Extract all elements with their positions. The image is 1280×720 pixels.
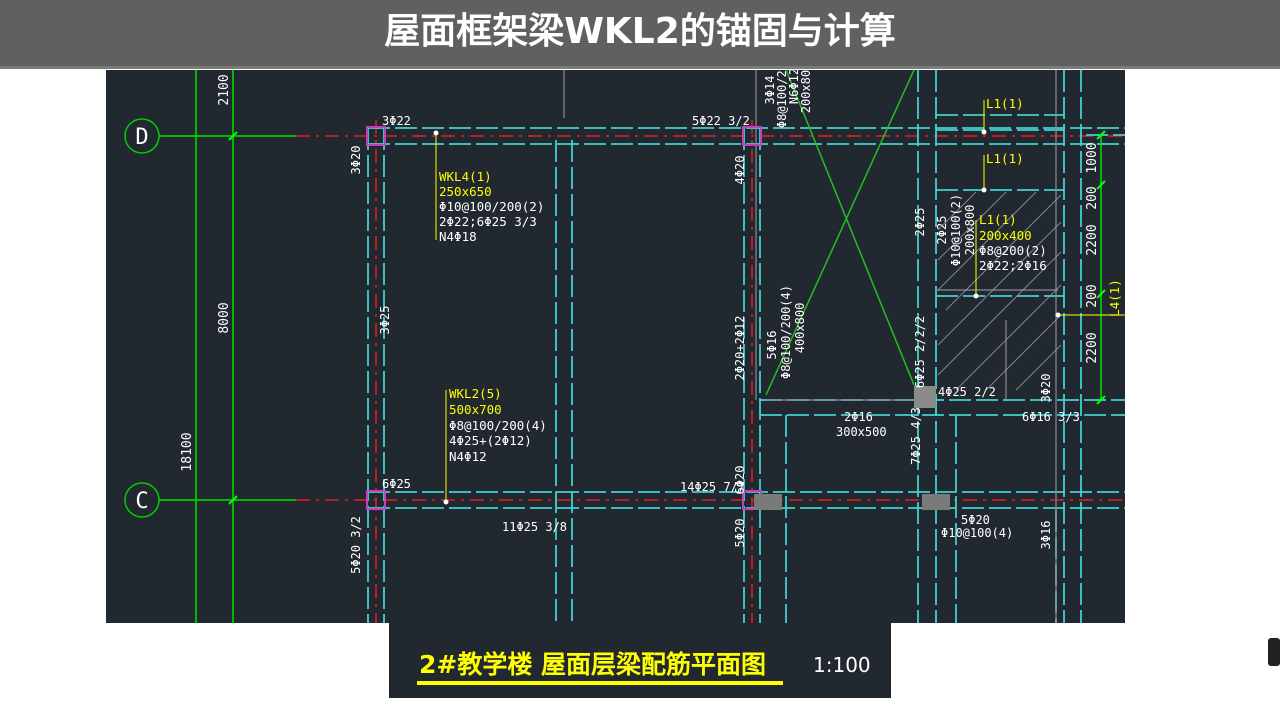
bar-label: 6Φ25 2/2/2 (913, 316, 927, 388)
drawing-caption: 2#教学楼 屋面层梁配筋平面图 1:100 (389, 623, 891, 698)
page-title: 屋面框架梁WKL2的锚固与计算 (384, 11, 896, 52)
beam-plan-svg: D C 2100 8000 18100 1000 200 2200 200 22… (124, 70, 1125, 623)
wkl4-bars: 2Φ22;6Φ25 3/3 (439, 214, 537, 229)
scrollbar-handle[interactable] (1268, 638, 1280, 666)
bar-label: 3Φ25 (378, 306, 392, 335)
dim-right-200b: 200 (1085, 284, 1100, 307)
bar-label: 6Φ16 3/3 (1022, 410, 1080, 424)
wkl2-stirrup: Φ8@100/200(4) (449, 418, 547, 433)
bar-label: 2Φ16 (844, 410, 873, 424)
dim-18100: 18100 (180, 432, 195, 471)
l4-label: L4(1) (1107, 279, 1122, 317)
drawing-title: 2#教学楼 屋面层梁配筋平面图 (419, 650, 767, 679)
bar-label: 7Φ25 4/3 (909, 407, 923, 465)
bar-label: Φ8@100/200 (775, 70, 789, 128)
bar-label: 300x500 (836, 425, 887, 439)
bar-label: 3Φ20 (1039, 374, 1053, 403)
wkl2-side: N4Φ12 (449, 449, 487, 464)
bar-label: 4Φ20 (733, 156, 747, 185)
bar-label: 5Φ22 3/2 (692, 114, 750, 128)
axis-c-label: C (135, 489, 148, 514)
bar-label: 5Φ20 (733, 519, 747, 548)
bar-label: 3Φ16 (1039, 521, 1053, 550)
bar-label: 2Φ20+2Φ12 (733, 315, 747, 380)
bar-label: Φ8@100/200(4) (779, 285, 793, 379)
l1c-name: L1(1) (979, 212, 1017, 227)
bar-label: 2Φ25 (913, 208, 927, 237)
header-divider (0, 66, 1280, 69)
l1c-stirrup: Φ8@200(2) (979, 243, 1047, 258)
dim-right-2200b: 2200 (1085, 332, 1100, 363)
bar-label: 5Φ16 (765, 331, 779, 360)
bar-label: 11Φ25 3/8 (502, 520, 567, 534)
wkl2-name: WKL2(5) (449, 386, 502, 401)
bar-label: N6Φ12 (787, 70, 801, 104)
bar-label: 400x800 (793, 303, 807, 354)
bar-label: 5Φ20 3/2 (349, 516, 363, 574)
bar-label: Φ10@100(4) (941, 526, 1013, 540)
l1-label-b: L1(1) (986, 151, 1024, 166)
l1c-bars: 2Φ22;2Φ16 (979, 258, 1047, 273)
dim-8000: 8000 (217, 302, 232, 333)
cad-drawing: D C 2100 8000 18100 1000 200 2200 200 22… (106, 70, 1125, 623)
l1-label-a: L1(1) (986, 96, 1024, 111)
dim-right-1000: 1000 (1085, 142, 1100, 173)
bar-label: 2Φ25 (935, 216, 949, 245)
bar-label: 3Φ20 (349, 146, 363, 175)
title-underline (417, 681, 783, 685)
bar-label: 200x800 (963, 205, 977, 256)
wkl4-stirrup: Φ10@100/200(2) (439, 199, 544, 214)
bar-label: 200x800 (799, 70, 813, 113)
dim-right-200a: 200 (1085, 186, 1100, 209)
l1c-size: 200x400 (979, 228, 1032, 243)
dim-right-2200a: 2200 (1085, 224, 1100, 255)
bar-label: 14Φ25 7/7 (680, 480, 745, 494)
bar-label: Φ10@100(2) (949, 194, 963, 266)
wkl4-size: 250x650 (439, 184, 492, 199)
wkl2-bars: 4Φ25+(2Φ12) (449, 433, 532, 448)
dim-2100: 2100 (217, 74, 232, 105)
bar-label: 3Φ14 (763, 76, 777, 105)
wkl2-size: 500x700 (449, 402, 502, 417)
header-bar: 屋面框架梁WKL2的锚固与计算 (0, 0, 1280, 66)
bar-label: 6Φ25 (382, 477, 411, 491)
bar-label: 4Φ25 2/2 (938, 385, 996, 399)
wkl4-side: N4Φ18 (439, 229, 477, 244)
axis-d-label: D (135, 125, 148, 150)
drawing-scale: 1:100 (813, 653, 871, 677)
bar-label: 5Φ20 (961, 513, 990, 527)
wkl4-name: WKL4(1) (439, 169, 492, 184)
bar-label: 3Φ22 (382, 114, 411, 128)
bar-label: 6Φ20 (733, 466, 747, 495)
